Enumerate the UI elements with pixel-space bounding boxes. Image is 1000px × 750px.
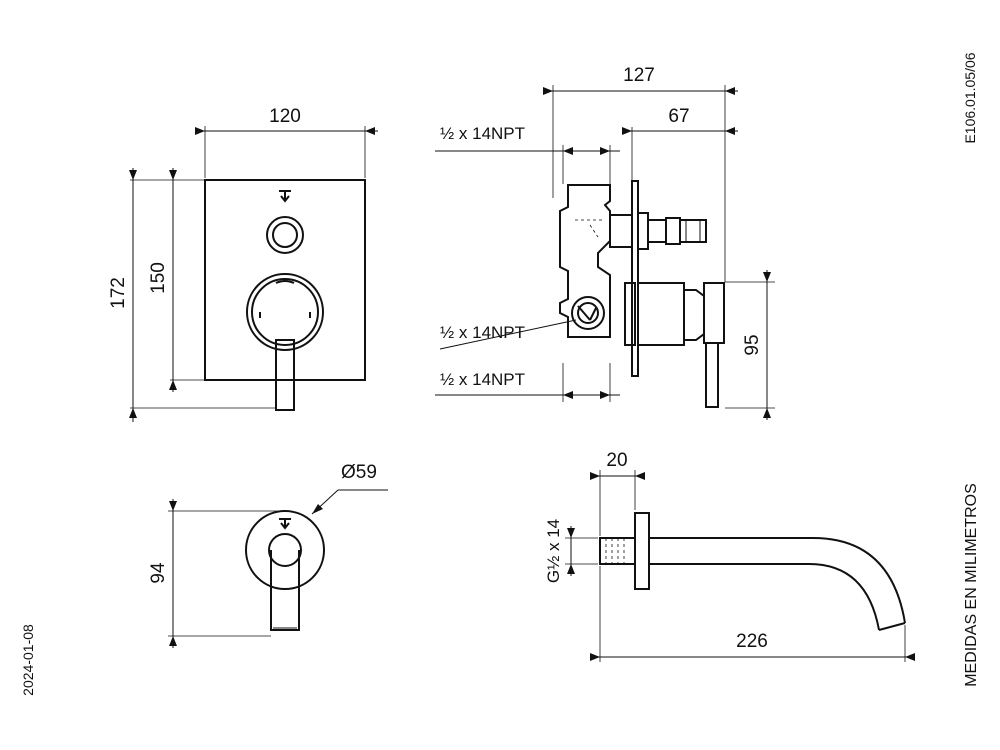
spout-thread [599,537,636,565]
diverter-knob-inner [272,222,298,248]
dim-67: 67 [668,106,689,127]
dim-226: 226 [736,631,768,652]
inlet-port [571,296,605,330]
dim-20: 20 [606,450,627,471]
diverter-knob-outer [266,216,304,254]
spout-arm [649,537,906,631]
dim-94: 94 [148,562,169,584]
drawing-code: E106.01.05/06 [962,52,978,143]
dim-127: 127 [623,65,655,86]
valve-body [559,184,611,338]
spout-collar [268,533,302,567]
dim-150: 150 [148,262,169,294]
brand-logo [279,190,291,203]
lever-escutcheon-outer [246,273,324,351]
spout-flange [634,512,650,590]
side-lever-handle [705,343,719,408]
lever-handle [275,339,295,411]
thread-top: ½ x 14NPT [440,124,525,143]
lever-body [703,282,725,344]
spout-front-view: 94 Ø59 [148,462,388,648]
diverter-stem [679,219,707,243]
front-view: 120 172 150 [108,106,378,422]
thread-spout: G½ x 14 [544,519,563,583]
drawing-date: 2024-01-08 [20,624,36,696]
side-view: 127 67 ½ x 14NPT ½ x 14NPT ½ x 14NPT 95 [435,65,775,420]
lever-escutcheon-inner [251,278,319,346]
thread-mid: ½ x 14NPT [440,323,525,342]
spout-body [270,550,300,631]
spout-side-view: 20 G½ x 14 226 [544,450,915,662]
mounting-plate [631,180,639,377]
dim-95: 95 [742,334,763,355]
thread-bottom: ½ x 14NPT [440,370,525,389]
dim-120: 120 [269,106,301,127]
dim-172: 172 [108,277,129,309]
dim-diameter-59: Ø59 [341,462,377,483]
cover-plate [204,179,366,381]
cartridge [637,282,685,346]
units-note: MEDIDAS EN MILIMETROS [963,483,980,687]
